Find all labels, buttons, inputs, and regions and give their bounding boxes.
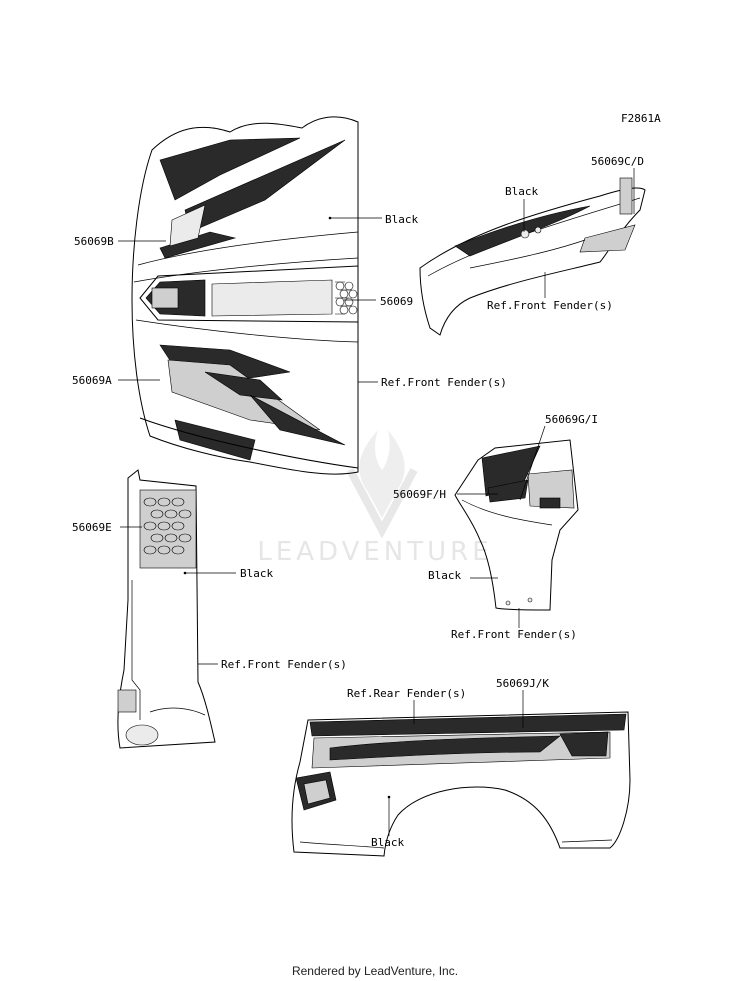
label-ref-rear-fender: Ref.Rear Fender(s) bbox=[347, 687, 466, 700]
label-black-rear: Black bbox=[371, 836, 404, 849]
label-ref-front-fender-panel: Ref.Front Fender(s) bbox=[221, 658, 347, 671]
label-ref-front-fender-top: Ref.Front Fender(s) bbox=[487, 299, 613, 312]
footer-credit: Rendered by LeadVenture, Inc. bbox=[292, 964, 458, 978]
label-black-front-fender: Black bbox=[505, 185, 538, 198]
label-ref-front-fender-side: Ref.Front Fender(s) bbox=[451, 628, 577, 641]
label-56069cd: 56069C/D bbox=[591, 155, 644, 168]
label-56069e: 56069E bbox=[72, 521, 112, 534]
side-panel-leaders bbox=[120, 526, 236, 665]
hood-leaders bbox=[118, 216, 382, 383]
watermark-text: LEADVENTURE bbox=[257, 537, 492, 567]
label-black-panel: Black bbox=[240, 567, 273, 580]
front-fender-top-leaders bbox=[523, 168, 635, 298]
label-black-side: Black bbox=[428, 569, 461, 582]
label-56069: 56069 bbox=[380, 295, 413, 308]
label-56069b: 56069B bbox=[74, 235, 114, 248]
rear-fender-illustration bbox=[291, 711, 631, 857]
front-fender-side-leaders bbox=[457, 425, 546, 628]
side-panel-illustration bbox=[117, 469, 216, 749]
label-56069fh: 56069F/H bbox=[393, 488, 446, 501]
front-fender-top-illustration bbox=[419, 177, 646, 336]
label-black-hood: Black bbox=[385, 213, 418, 226]
label-56069a: 56069A bbox=[72, 374, 112, 387]
label-56069jk: 56069J/K bbox=[496, 677, 549, 690]
hood-illustration bbox=[131, 116, 359, 475]
front-fender-side-illustration bbox=[454, 439, 579, 611]
figure-code: F2861A bbox=[621, 112, 661, 125]
label-56069gi: 56069G/I bbox=[545, 413, 598, 426]
watermark: LEADVENTURE bbox=[257, 430, 492, 567]
label-ref-front-fender-hood: Ref.Front Fender(s) bbox=[381, 376, 507, 389]
rear-fender-leaders bbox=[387, 690, 524, 836]
